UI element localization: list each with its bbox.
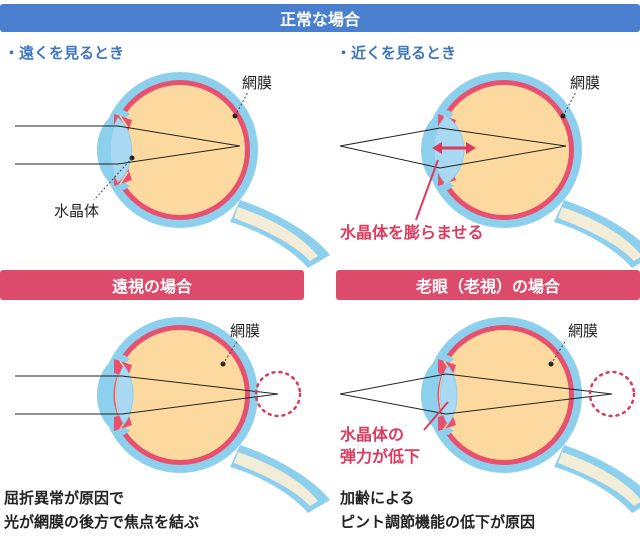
light-ray <box>339 393 447 415</box>
presbyopia-caption-line1: 加齢による <box>340 489 415 507</box>
eye-hyperopia <box>15 316 331 514</box>
expand-arrow-head-left <box>432 142 442 154</box>
eye-near-normal <box>339 71 640 269</box>
eye-presbyopia <box>339 316 640 514</box>
retina-label-hyperopia: 網膜 <box>230 322 261 340</box>
lens-shape <box>433 115 465 185</box>
retina-leader <box>222 339 239 365</box>
retina-leader <box>562 91 577 117</box>
lens-elasticity-note-line1: 水晶体の <box>340 425 405 444</box>
lens-label-far: 水晶体 <box>54 202 100 220</box>
light-ray <box>339 373 447 395</box>
presbyopia-banner: 老眼（老視）の場合 <box>336 270 640 300</box>
retina-label-presbyopia: 網膜 <box>568 322 599 340</box>
light-ray <box>445 393 613 415</box>
hyperopia-caption-line2: 光が網膜の後方で焦点を結ぶ <box>4 513 200 531</box>
light-ray <box>445 373 613 395</box>
light-ray <box>339 145 441 169</box>
light-ray <box>121 393 279 415</box>
hyperopia-caption: 屈折異常が原因で 光が網膜の後方で焦点を結ぶ <box>4 486 199 534</box>
hyperopia-banner: 遠視の場合 <box>0 270 304 300</box>
light-ray <box>439 127 567 147</box>
retina-label-far: 網膜 <box>242 74 273 92</box>
near-view-title: ・近くを見るとき <box>336 44 457 62</box>
retina-leader <box>550 339 567 365</box>
presbyopia-caption: 加齢による ピント調節機能の低下が原因 <box>340 486 535 534</box>
note-leader <box>423 401 449 431</box>
focus-point-circle <box>254 370 302 418</box>
lens-expand-note: 水晶体を膨らませる <box>340 223 484 242</box>
lens-leader <box>93 157 133 201</box>
note-leader <box>415 159 439 221</box>
retina-label-near: 網膜 <box>570 74 601 92</box>
light-ray <box>339 127 441 147</box>
focus-point-circle <box>588 370 636 418</box>
light-ray <box>439 145 567 169</box>
eye-far-normal <box>15 71 331 269</box>
lens-shape <box>110 117 132 183</box>
light-ray <box>121 375 279 395</box>
expand-arrow-head-right <box>466 142 476 154</box>
light-ray <box>117 145 241 165</box>
normal-banner: 正常な場合 <box>0 4 640 32</box>
lens-elasticity-note-line2: 弾力が低下 <box>340 447 421 466</box>
far-view-title: ・遠くを見るとき <box>4 44 125 62</box>
presbyopia-caption-line2: ピント調節機能の低下が原因 <box>340 513 536 531</box>
lens-shape <box>116 365 134 425</box>
light-ray <box>117 125 241 147</box>
lens-elasticity-note: 水晶体の 弾力が低下 <box>340 424 420 468</box>
lens-shape <box>440 365 458 425</box>
hyperopia-caption-line1: 屈折異常が原因で <box>4 489 125 507</box>
retina-leader <box>234 91 249 117</box>
